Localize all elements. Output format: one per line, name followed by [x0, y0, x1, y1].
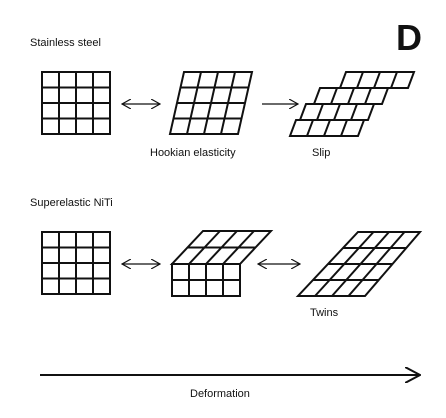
- slip-grid: [288, 71, 416, 137]
- niti-twinned-grid: [169, 230, 274, 297]
- hookian-elasticity-label: Hookian elasticity: [150, 147, 236, 159]
- twins-grid: [295, 231, 423, 297]
- panel-letter: D: [396, 17, 422, 58]
- stainless-steel-title: Stainless steel: [30, 37, 101, 49]
- hookian-sheared-grid: [168, 71, 254, 135]
- twins-label: Twins: [310, 307, 339, 319]
- slip-label: Slip: [312, 147, 331, 159]
- niti-undeformed-grid: [41, 231, 111, 295]
- stainless-undeformed-grid: [41, 71, 111, 135]
- deformation-label: Deformation: [190, 388, 250, 400]
- superelastic-niti-title: Superelastic NiTi: [30, 197, 113, 209]
